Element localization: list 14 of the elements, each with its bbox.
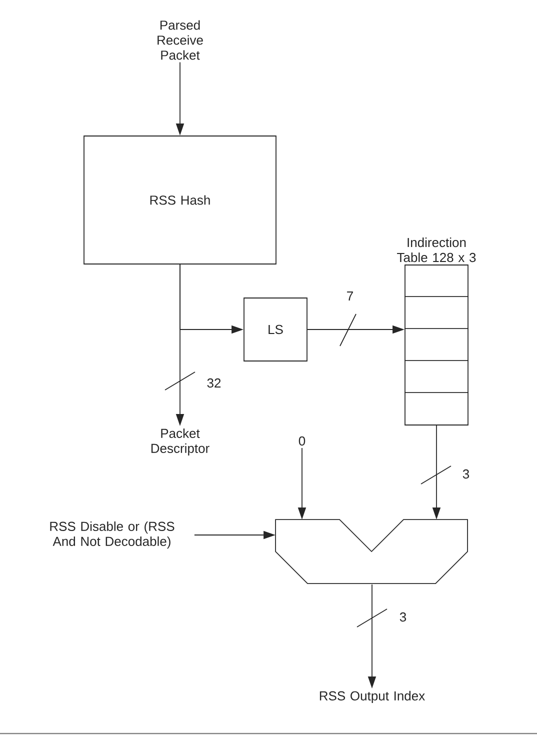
shift-box: LS [244,298,308,362]
output-label: Packet Descriptor [151,428,210,456]
output-label: RSS Output Index [320,690,425,704]
edge-label: 3 [400,612,406,622]
edge-label: 3 [462,469,470,479]
node-label: Indirection Table 128 x 3 [397,238,476,262]
input-label: Parsed Receive Packet [158,20,203,60]
input-label: RSS Disable or (RSS And Not Decodable) [50,521,174,549]
edge-label: 7 [347,292,353,300]
edge-label: 32 [207,378,221,388]
table-drawing: Indirection Table 128 x 3 [397,238,476,426]
constant-label: 0 [298,436,306,446]
hash-box: RSS Hash [84,136,276,264]
multiplexer-shape [275,519,468,584]
